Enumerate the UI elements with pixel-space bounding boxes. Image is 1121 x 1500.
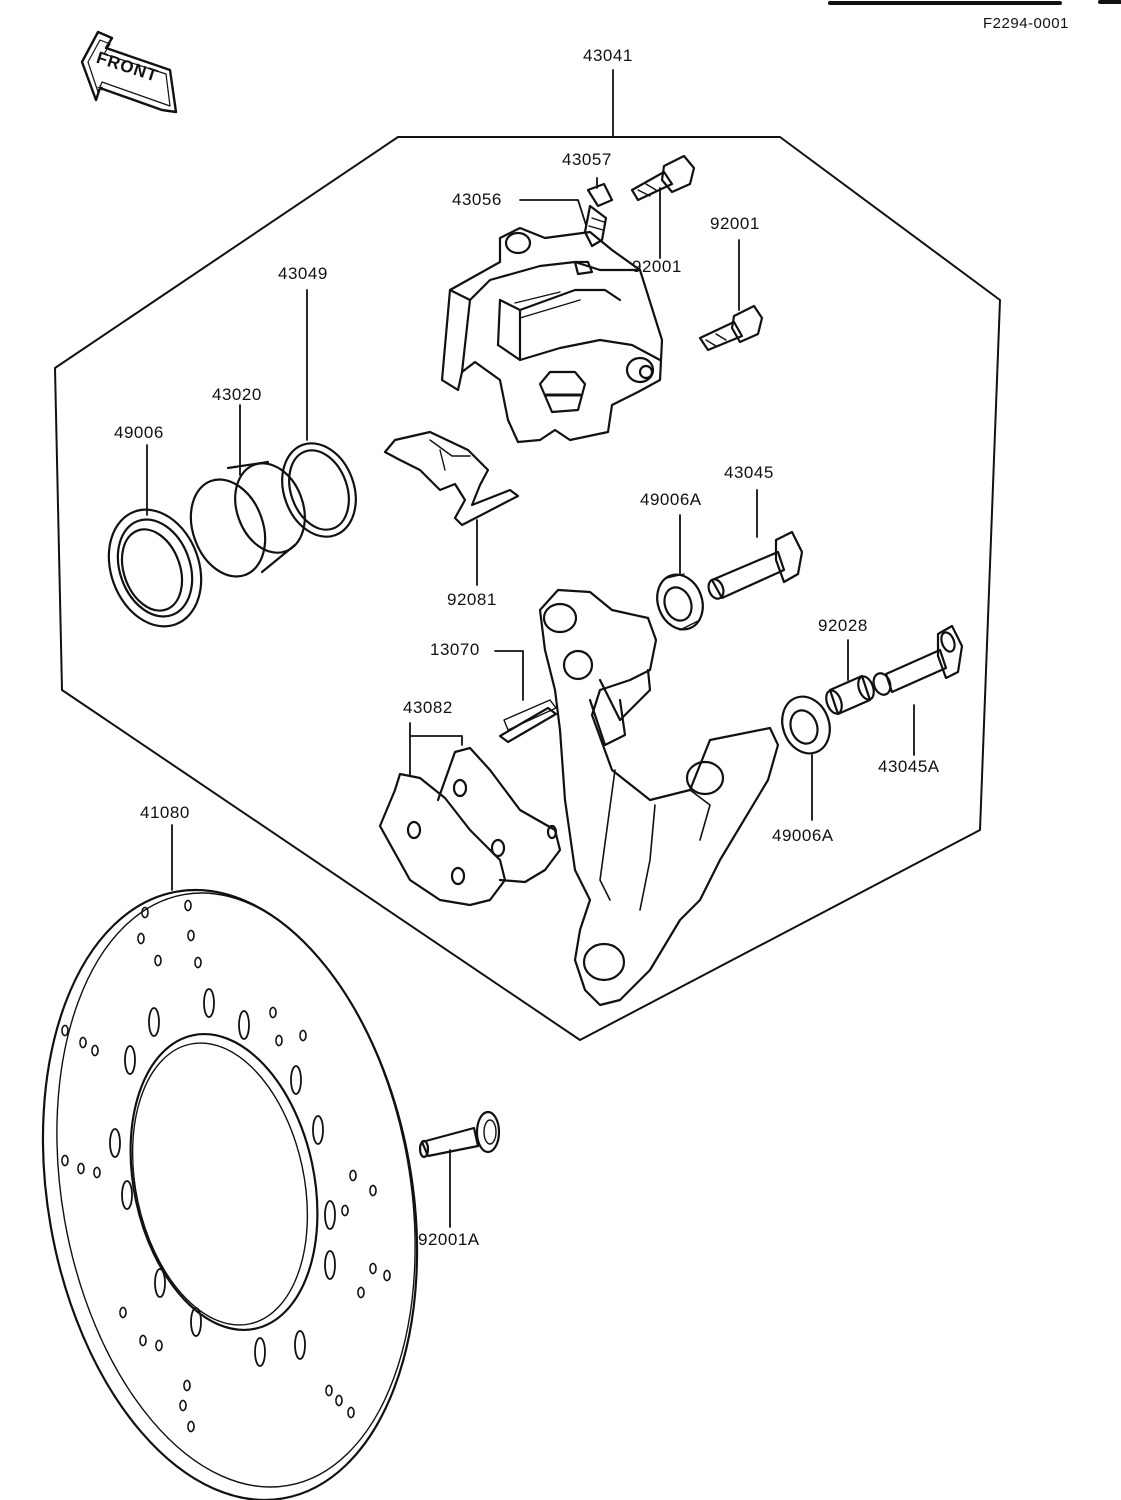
brake-pads-icon bbox=[378, 746, 562, 907]
callout-92001-lower: 92001 bbox=[710, 214, 760, 233]
caliper-assembly-outline bbox=[54, 136, 1001, 1041]
shaft-upper-icon bbox=[707, 530, 804, 600]
callout-49006a-upper: 49006A bbox=[640, 490, 702, 509]
disc-drill-holes bbox=[61, 899, 391, 1433]
brake-disc-icon bbox=[41, 888, 419, 1500]
piston-seal-ring-icon bbox=[281, 442, 357, 538]
sleeve-icon bbox=[825, 674, 875, 716]
bushing-lower-icon bbox=[781, 695, 831, 755]
callout-43082: 43082 bbox=[403, 698, 453, 717]
callout-43045: 43045 bbox=[724, 463, 774, 482]
disc-bolt-icon bbox=[418, 1110, 501, 1159]
bushing-upper-icon bbox=[656, 573, 704, 631]
callout-92001a: 92001A bbox=[418, 1230, 480, 1249]
callout-92081: 92081 bbox=[447, 590, 497, 609]
bleeder-valve-icon bbox=[583, 182, 614, 248]
callout-13070: 13070 bbox=[430, 640, 480, 659]
corner-marks bbox=[828, 0, 1121, 5]
callout-49006: 49006 bbox=[114, 423, 164, 442]
pad-spring-icon bbox=[383, 430, 520, 527]
caliper-holder-bracket bbox=[538, 588, 780, 1007]
figure-reference-code: F2294-0001 bbox=[983, 15, 1069, 32]
piston-icon bbox=[189, 460, 306, 578]
callout-43020: 43020 bbox=[212, 385, 262, 404]
caliper-body bbox=[440, 226, 664, 444]
callout-92001-upper: 92001 bbox=[632, 257, 682, 276]
callout-43049: 43049 bbox=[278, 264, 328, 283]
caliper-bolt-upper-icon bbox=[630, 154, 696, 202]
dust-seal-icon bbox=[107, 508, 203, 628]
callout-43045a: 43045A bbox=[878, 757, 940, 776]
front-star: * bbox=[97, 83, 104, 100]
callout-92028: 92028 bbox=[818, 616, 868, 635]
shaft-lower-icon bbox=[872, 624, 964, 696]
callout-43041: 43041 bbox=[583, 46, 633, 65]
shim-icon bbox=[498, 699, 558, 744]
callout-49006a-lower: 49006A bbox=[772, 826, 834, 845]
disc-bolt-holes bbox=[109, 988, 336, 1367]
leader-lines bbox=[146, 69, 915, 1228]
callout-43057: 43057 bbox=[562, 150, 612, 169]
caliper-bolt-lower-icon bbox=[698, 304, 764, 352]
callout-43056: 43056 bbox=[452, 190, 502, 209]
callout-41080: 41080 bbox=[140, 803, 190, 822]
front-arrow-icon bbox=[80, 30, 178, 114]
